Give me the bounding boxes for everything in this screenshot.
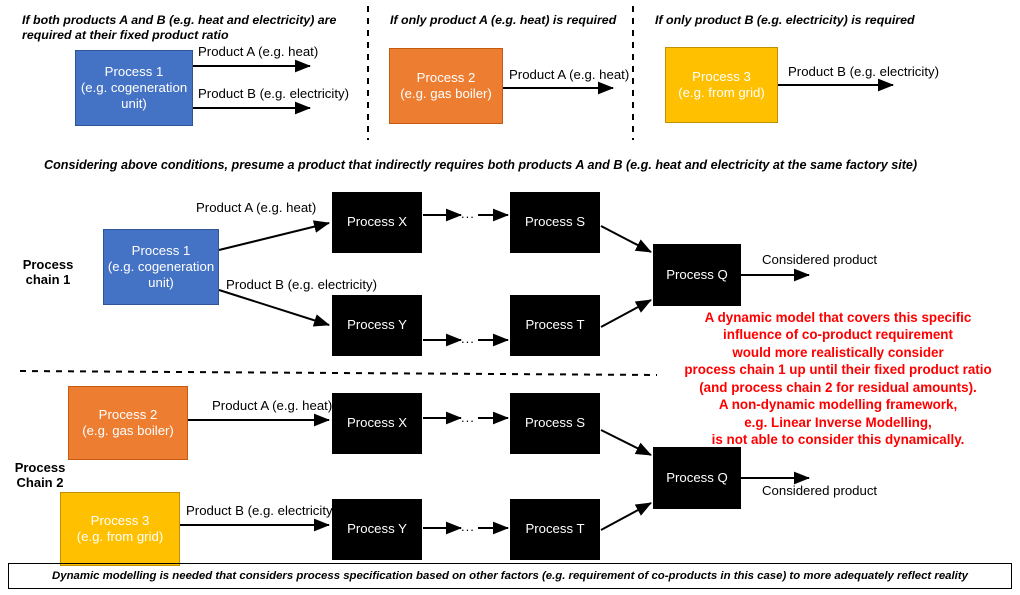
process-3-title-chain2: Process 3 [90,512,150,528]
process-1-subtitle-chain1: (e.g. cogeneration unit) [107,258,215,291]
process-3-title: Process 3 [692,68,751,84]
flow-label-product-a-chain1: Product A (e.g. heat) [196,200,317,215]
arrow-c1-p1-to-px [218,220,330,251]
flow-label-product-a-chain2: Product A (e.g. heat) [212,398,333,413]
process-box-1-top[interactable]: Process 1 (e.g. cogeneration unit) [75,50,193,126]
chain-2-label-line1: Process [14,460,66,475]
red-annotation-note: A dynamic model that covers this specifi… [684,310,992,447]
ellipsis-top-chain1: ... [461,206,475,221]
chain-1-label: Process chain 1 [8,257,88,288]
condition-title-3: If only product B (e.g. electricity) is … [655,13,915,27]
process-box-t-chain2[interactable]: Process T [510,499,600,560]
arrow-c1-pt-to-pq [600,299,652,328]
process-x-label-chain2: Process X [346,415,408,431]
process-x-label-chain1: Process X [346,214,408,230]
process-1-subtitle: (e.g. cogeneration unit) [80,79,188,112]
process-box-s-chain2[interactable]: Process S [510,393,600,454]
ellipsis-bottom-chain2: ... [461,519,475,534]
considered-product-chain2: Considered product [762,483,878,498]
arrow-c2-pt-to-pq [600,502,652,531]
process-s-label-chain1: Process S [524,214,586,230]
process-t-label-chain2: Process T [525,521,585,537]
process-3-subtitle: (e.g. from grid) [678,85,765,100]
divider-horizontal-chains [19,370,658,376]
flow-label-product-a-top1: Product A (e.g. heat) [198,44,319,59]
chain-1-label-line1: Process [22,257,74,272]
process-3-subtitle-chain2: (e.g. from grid) [76,529,164,544]
process-box-x-chain1[interactable]: Process X [332,192,422,253]
process-box-x-chain2[interactable]: Process X [332,393,422,454]
process-q-label-chain2: Process Q [666,469,728,485]
considered-product-chain1: Considered product [762,252,878,267]
flow-label-product-b-top3: Product B (e.g. electricity) [788,64,939,79]
process-y-label-chain2: Process Y [347,521,407,537]
middle-caption: Considering above conditions, presume a … [44,158,918,172]
flow-label-product-a-top2: Product A (e.g. heat) [509,67,630,82]
process-box-1-chain1[interactable]: Process 1 (e.g. cogeneration unit) [103,229,219,305]
ellipsis-top-chain2: ... [461,410,475,425]
process-2-title-chain2: Process 2 [98,406,158,422]
process-box-s-chain1[interactable]: Process S [510,192,600,253]
process-box-q-chain1[interactable]: Process Q [653,244,741,306]
process-box-y-chain1[interactable]: Process Y [332,295,422,356]
bottom-banner: Dynamic modelling is needed that conside… [8,563,1012,589]
process-box-3-top[interactable]: Process 3 (e.g. from grid) [665,47,778,123]
process-box-2-chain2[interactable]: Process 2 (e.g. gas boiler) [68,386,188,460]
process-1-title-chain1: Process 1 [131,242,191,258]
condition-title-2: If only product A (e.g. heat) is require… [390,13,617,27]
process-box-3-chain2[interactable]: Process 3 (e.g. from grid) [60,492,180,566]
condition-title-1: If both products A and B (e.g. heat and … [22,13,337,42]
bottom-banner-text: Dynamic modelling is needed that conside… [52,570,968,582]
process-box-q-chain2[interactable]: Process Q [653,447,741,509]
process-q-label-chain1: Process Q [666,266,728,282]
process-box-2-top[interactable]: Process 2 (e.g. gas boiler) [389,48,503,124]
ellipsis-bottom-chain1: ... [461,331,475,346]
process-2-subtitle-chain2: (e.g. gas boiler) [82,423,174,438]
arrow-c1-ps-to-pq [600,225,652,253]
process-2-subtitle: (e.g. gas boiler) [400,86,492,101]
arrow-c2-ps-to-pq [600,429,652,456]
flow-label-product-b-chain2: Product B (e.g. electricity) [186,503,337,518]
chain-2-label: Process Chain 2 [0,460,80,491]
process-t-label-chain1: Process T [525,317,585,333]
process-2-title: Process 2 [416,69,476,85]
process-box-y-chain2[interactable]: Process Y [332,499,422,560]
process-y-label-chain1: Process Y [347,317,407,333]
chain-2-label-line2: Chain 2 [16,475,64,491]
process-1-title: Process 1 [104,63,164,79]
arrow-c1-p1-to-py [218,289,330,327]
flow-label-product-b-chain1: Product B (e.g. electricity) [226,277,377,292]
process-box-t-chain1[interactable]: Process T [510,295,600,356]
chain-1-label-line2: chain 1 [25,272,71,288]
process-s-label-chain2: Process S [524,415,586,431]
flow-label-product-b-top1: Product B (e.g. electricity) [198,86,349,101]
